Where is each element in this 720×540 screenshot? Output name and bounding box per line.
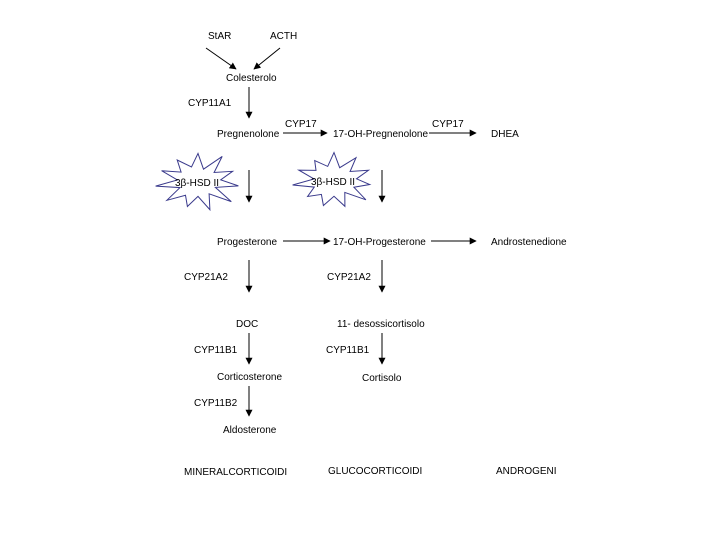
node-androstenedione: Androstenedione [491,237,567,248]
node-star: StAR [208,31,231,42]
enzyme-3b-hsd-left: 3β-HSD II [175,178,219,189]
node-pregnenolone: Pregnenolone [217,129,280,140]
node-17oh-pregnenolone: 17-OH-Pregnenolone [333,129,428,140]
enzyme-cyp17-right: CYP17 [432,119,464,130]
hsd-starburst-left [155,152,239,212]
node-cortisolo: Cortisolo [362,373,402,384]
category-androgeni: ANDROGENI [496,466,557,477]
node-17oh-progesterone: 17-OH-Progesterone [333,237,426,248]
enzyme-cyp17-left: CYP17 [285,119,317,130]
node-desossicortisolo: 11- desossicortisolo [337,319,425,330]
enzyme-cyp21a2-left: CYP21A2 [184,272,228,283]
arrow-star-to-colesterolo [205,47,237,70]
arrow-acth-to-colesterolo [253,47,281,70]
category-mineralcorticoidi: MINERALCORTICOIDI [184,467,287,478]
enzyme-cyp11b1-left: CYP11B1 [194,345,238,356]
hsd-starburst-right [292,151,372,208]
node-colesterolo: Colesterolo [226,73,277,84]
category-glucocorticoidi: GLUCOCORTICOIDI [328,466,422,477]
enzyme-cyp21a2-right: CYP21A2 [327,272,371,283]
node-doc: DOC [236,319,258,330]
node-corticosterone: Corticosterone [217,372,282,383]
node-dhea: DHEA [491,129,519,140]
node-acth: ACTH [270,31,297,42]
enzyme-3b-hsd-right: 3β-HSD II [311,177,355,188]
pathway-arrows [205,47,477,417]
node-progesterone: Progesterone [217,237,277,248]
node-aldosterone: Aldosterone [223,425,277,436]
enzyme-cyp11a1: CYP11A1 [188,98,232,109]
enzyme-cyp11b1-right: CYP11B1 [326,345,370,356]
enzyme-cyp11b2: CYP11B2 [194,398,238,409]
